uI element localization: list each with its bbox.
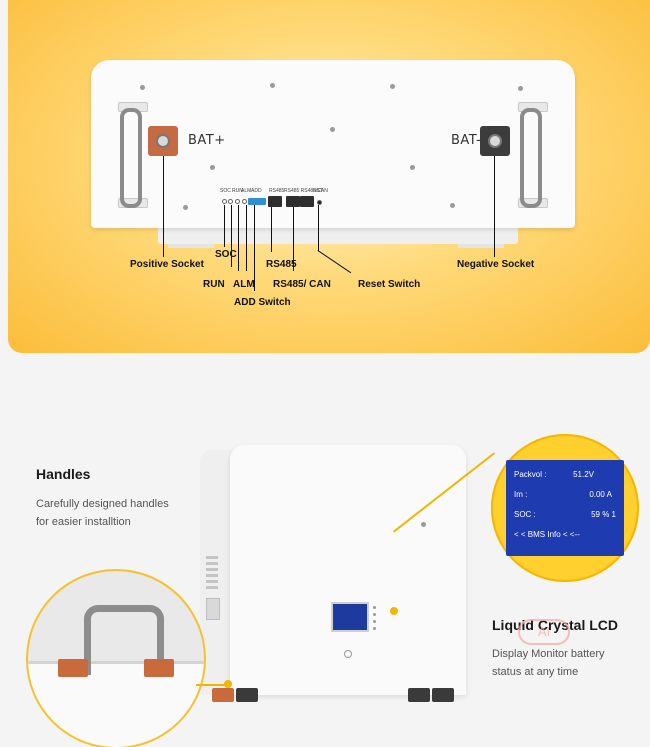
leader-line bbox=[494, 156, 495, 257]
leader-line bbox=[231, 205, 232, 267]
battery-lcd-display bbox=[331, 602, 369, 632]
leader-line bbox=[271, 207, 272, 252]
vent-slot bbox=[206, 562, 218, 565]
positive-terminal bbox=[148, 126, 178, 156]
callout-reset-switch: Reset Switch bbox=[358, 279, 421, 290]
reset-switch[interactable] bbox=[317, 200, 322, 205]
callout-rs485-can: RS485/ CAN bbox=[273, 279, 331, 290]
port-label-rst: RST bbox=[313, 188, 323, 194]
lcd-row: < < BMS Info < <-- bbox=[514, 530, 616, 539]
port-label-alm: ALM bbox=[241, 188, 252, 194]
alm-led bbox=[242, 199, 247, 204]
foot-part bbox=[432, 688, 454, 702]
handles-desc-line1: Carefully designed handles bbox=[36, 498, 169, 510]
handles-title: Handles bbox=[36, 466, 91, 482]
rs485-can-port[interactable] bbox=[300, 196, 314, 207]
port-label-rs485: RS485 bbox=[269, 188, 285, 194]
rs485-can-port[interactable] bbox=[286, 196, 300, 207]
status-led bbox=[373, 613, 376, 616]
rs485-port[interactable] bbox=[268, 196, 282, 207]
lcd-connector-dot bbox=[390, 607, 398, 615]
screw bbox=[390, 84, 395, 89]
lcd-zoom-screen: Packvol : 51.2V Im : 0.00 A SOC : 59 % 1… bbox=[506, 460, 624, 556]
screw bbox=[450, 203, 455, 208]
lcd-packvol-value: 51.2V bbox=[573, 470, 594, 479]
leader-line bbox=[318, 205, 319, 251]
lcd-row: SOC : 59 % 1 bbox=[514, 510, 616, 519]
handles-desc-line2: for easier installtion bbox=[36, 516, 131, 528]
callout-add-switch: ADD Switch bbox=[234, 297, 291, 308]
lcd-current-value: 0.00 A bbox=[589, 490, 612, 499]
leader-line bbox=[246, 205, 247, 271]
run-led bbox=[235, 199, 240, 204]
port-label-soc: SOC bbox=[220, 188, 231, 194]
screw bbox=[410, 165, 415, 170]
lcd-packvol-label: Packvol : bbox=[514, 470, 547, 479]
handle-connector-line bbox=[196, 684, 226, 686]
soc-led bbox=[222, 199, 227, 204]
handle-zoom-handle bbox=[84, 605, 164, 675]
status-led bbox=[373, 620, 376, 623]
soc-led bbox=[228, 199, 233, 204]
lcd-soc-value: 59 % 1 bbox=[591, 510, 616, 519]
status-led bbox=[373, 627, 376, 630]
watermark-logo: AI bbox=[518, 619, 570, 645]
callout-positive-socket: Positive Socket bbox=[130, 259, 204, 270]
left-handle bbox=[120, 108, 142, 208]
leader-line bbox=[254, 205, 255, 291]
lcd-soc-label: SOC : bbox=[514, 510, 536, 519]
lcd-current-label: Im : bbox=[514, 490, 528, 499]
leader-line bbox=[163, 156, 164, 257]
lcd-row: Im : 0.00 A bbox=[514, 490, 616, 499]
screw bbox=[140, 85, 145, 90]
bat-plus-label: BAT+ bbox=[188, 133, 226, 148]
side-window bbox=[206, 598, 220, 620]
lcd-bms-info: < < BMS Info < <-- bbox=[514, 530, 580, 539]
callout-alm: ALM bbox=[233, 279, 255, 290]
screw bbox=[270, 83, 275, 88]
port-label-add: ADD bbox=[251, 188, 262, 194]
leader-line bbox=[224, 205, 225, 247]
screw bbox=[210, 165, 215, 170]
foot-part bbox=[408, 688, 430, 702]
leader-line bbox=[293, 207, 294, 271]
bat-minus-label: BAT- bbox=[451, 133, 482, 148]
leader-line bbox=[317, 250, 352, 274]
callout-negative-socket: Negative Socket bbox=[457, 259, 535, 270]
power-button-icon[interactable] bbox=[344, 650, 352, 658]
vent-slot bbox=[206, 580, 218, 583]
handle-zoom-bracket bbox=[58, 659, 88, 677]
callout-soc: SOC bbox=[215, 249, 237, 260]
screw bbox=[183, 205, 188, 210]
screw bbox=[421, 522, 426, 527]
vent-slot bbox=[206, 586, 218, 589]
port-label-rs485-can: RS485 RS485/CAN bbox=[284, 188, 328, 194]
lcd-desc-line1: Display Monitor battery bbox=[492, 648, 605, 660]
callout-run: RUN bbox=[203, 279, 225, 290]
screw bbox=[330, 127, 335, 132]
lcd-desc-line2: status at any time bbox=[492, 666, 579, 678]
negative-terminal bbox=[480, 126, 510, 156]
right-handle bbox=[520, 108, 542, 208]
lcd-row: Packvol : 51.2V bbox=[514, 470, 616, 479]
leader-line bbox=[238, 205, 239, 271]
port-label-run: RUN bbox=[232, 188, 243, 194]
status-led bbox=[373, 606, 376, 609]
callout-rs485: RS485 bbox=[266, 259, 297, 270]
foot-part bbox=[236, 688, 258, 702]
vent-slot bbox=[206, 568, 218, 571]
add-dip-switch[interactable] bbox=[248, 198, 266, 205]
foot-part bbox=[212, 688, 234, 702]
vent-slot bbox=[206, 574, 218, 577]
base-strip bbox=[158, 226, 518, 244]
front-panel-diagram: BAT+ BAT- SOC RUN ALM ADD RS485 RS485 RS… bbox=[8, 0, 650, 353]
screw bbox=[518, 86, 523, 91]
handle-zoom-bracket bbox=[144, 659, 174, 677]
vent-slot bbox=[206, 556, 218, 559]
handle-connector-dot bbox=[224, 680, 232, 688]
